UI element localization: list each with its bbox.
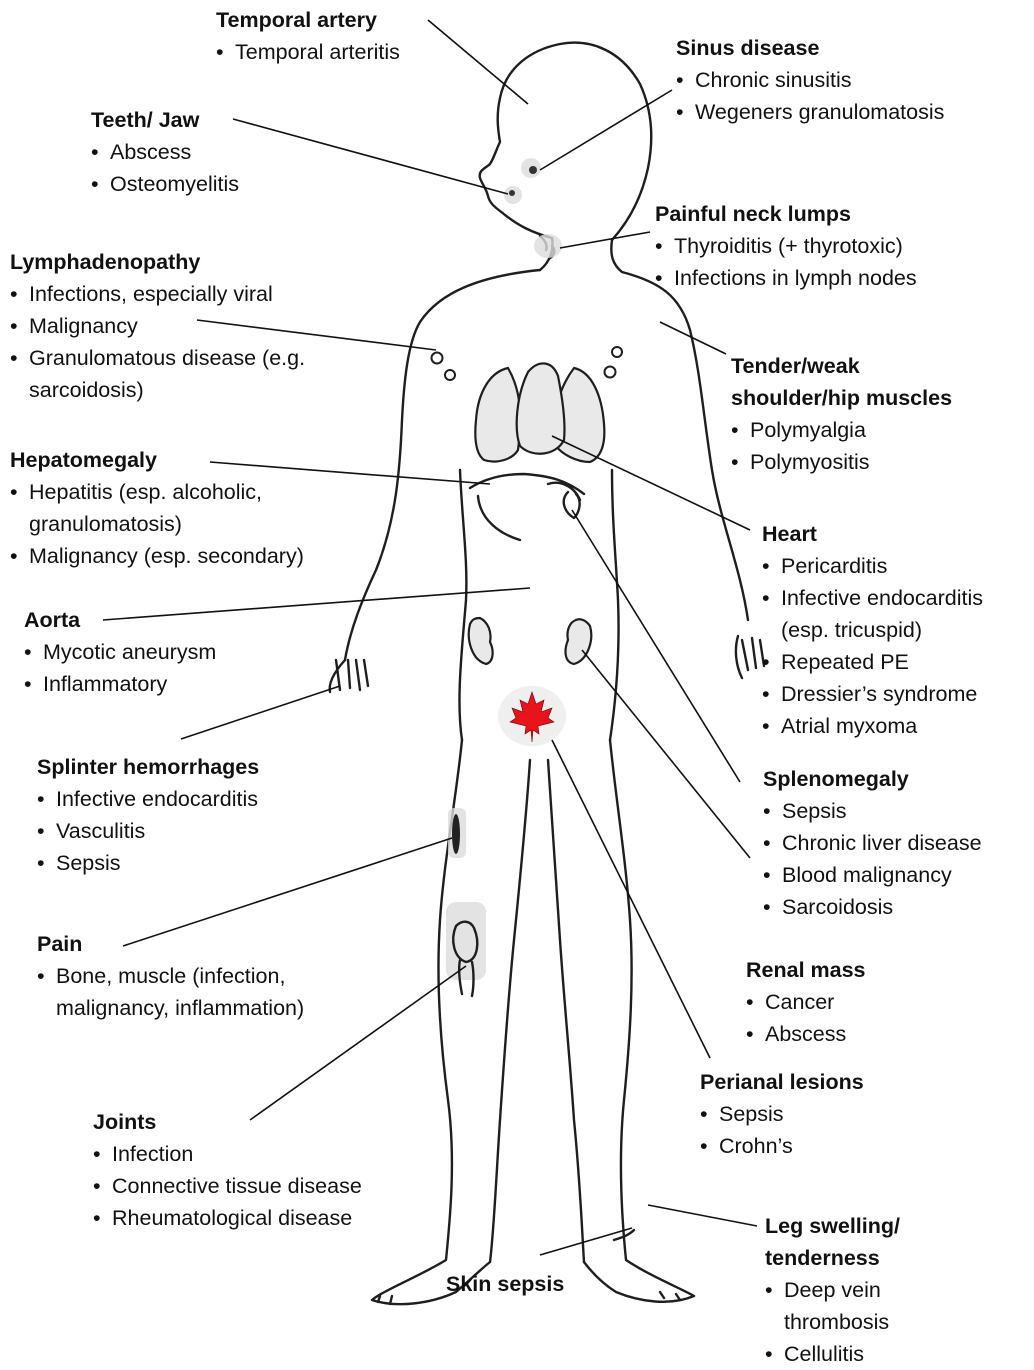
list-item: Atrial myxoma <box>762 710 1032 742</box>
list-item: Pericarditis <box>762 550 1032 582</box>
list-item: Infection <box>93 1138 362 1170</box>
label-title: Splinter hemorrhages <box>37 751 259 783</box>
label-renal-mass: Renal mass Cancer Abscess <box>746 954 866 1050</box>
label-lymphadenopathy: Lymphadenopathy Infections, especially v… <box>10 246 390 406</box>
label-title: Perianal lesions <box>700 1066 864 1098</box>
label-aorta: Aorta Mycotic aneurysm Inflammatory <box>24 604 216 700</box>
list-item: Sarcoidosis <box>763 891 982 923</box>
list-item: Cellulitis <box>765 1338 915 1370</box>
label-splinter-hemorrhages: Splinter hemorrhages Infective endocardi… <box>37 751 259 879</box>
list-item: Mycotic aneurysm <box>24 636 216 668</box>
list-item: Abscess <box>91 136 239 168</box>
list-item: Bone, muscle (infection, malignancy, inf… <box>37 960 377 1024</box>
label-skin-sepsis: Skin sepsis <box>446 1268 564 1300</box>
list-item: Polymyalgia <box>731 414 952 446</box>
label-sinus-disease: Sinus disease Chronic sinusitis Wegeners… <box>676 32 944 128</box>
label-title: Renal mass <box>746 954 866 986</box>
list-item: Abscess <box>746 1018 866 1050</box>
list-item: Dressier’s syndrome <box>762 678 1032 710</box>
label-title: Pain <box>37 928 377 960</box>
list-item: Blood malignancy <box>763 859 982 891</box>
label-title: Teeth/ Jaw <box>91 104 239 136</box>
list-item: Infections, especially viral <box>10 278 390 310</box>
list-item: Malignancy (esp. secondary) <box>10 540 370 572</box>
label-title-line2: shoulder/hip muscles <box>731 382 952 414</box>
label-title: Lymphadenopathy <box>10 246 390 278</box>
label-tender-weak-muscles: Tender/weak shoulder/hip muscles Polymya… <box>731 350 952 478</box>
label-perianal-lesions: Perianal lesions Sepsis Crohn’s <box>700 1066 864 1162</box>
label-heart: Heart Pericarditis Infective endocarditi… <box>762 518 1032 742</box>
label-title-line1: Leg swelling/ <box>765 1210 915 1242</box>
list-item: Chronic liver disease <box>763 827 982 859</box>
list-item: Infections in lymph nodes <box>655 262 917 294</box>
label-title: Splenomegaly <box>763 763 982 795</box>
list-item: Infective endocarditis <box>37 783 259 815</box>
list-item: Vasculitis <box>37 815 259 847</box>
label-temporal-artery: Temporal artery Temporal arteritis <box>216 4 400 68</box>
label-splenomegaly: Splenomegaly Sepsis Chronic liver diseas… <box>763 763 982 923</box>
label-title: Hepatomegaly <box>10 444 370 476</box>
list-item: Inflammatory <box>24 668 216 700</box>
list-item: Granulomatous disease (e.g. sarcoidosis) <box>10 342 390 406</box>
list-item: Chronic sinusitis <box>676 64 944 96</box>
label-title: Heart <box>762 518 1032 550</box>
list-item: Repeated PE <box>762 646 1032 678</box>
list-item: Sepsis <box>700 1098 864 1130</box>
list-item: Sepsis <box>763 795 982 827</box>
label-title: Skin sepsis <box>446 1268 564 1300</box>
list-item: Osteomyelitis <box>91 168 239 200</box>
label-leg-swelling: Leg swelling/ tenderness Deep vein throm… <box>765 1210 915 1370</box>
list-item: Wegeners granulomatosis <box>676 96 944 128</box>
label-teeth-jaw: Teeth/ Jaw Abscess Osteomyelitis <box>91 104 239 200</box>
label-title: Painful neck lumps <box>655 198 917 230</box>
list-item: Malignancy <box>10 310 390 342</box>
list-item: Deep vein thrombosis <box>765 1274 915 1338</box>
label-pain: Pain Bone, muscle (infection, malignancy… <box>37 928 377 1024</box>
list-item: Crohn’s <box>700 1130 864 1162</box>
list-item: Temporal arteritis <box>216 36 400 68</box>
label-painful-neck-lumps: Painful neck lumps Thyroiditis (+ thyrot… <box>655 198 917 294</box>
list-item: Infective endocarditis (esp. tricuspid) <box>762 582 1032 646</box>
list-item: Connective tissue disease <box>93 1170 362 1202</box>
label-hepatomegaly: Hepatomegaly Hepatitis (esp. alcoholic, … <box>10 444 370 572</box>
list-item: Polymyositis <box>731 446 952 478</box>
label-title: Temporal artery <box>216 4 400 36</box>
label-title-line2: tenderness <box>765 1242 915 1274</box>
label-title: Sinus disease <box>676 32 944 64</box>
label-title-line1: Tender/weak <box>731 350 952 382</box>
list-item: Hepatitis (esp. alcoholic, granulomatosi… <box>10 476 370 540</box>
list-item: Sepsis <box>37 847 259 879</box>
label-joints: Joints Infection Connective tissue disea… <box>93 1106 362 1234</box>
list-item: Thyroiditis (+ thyrotoxic) <box>655 230 917 262</box>
label-title: Joints <box>93 1106 362 1138</box>
list-item: Cancer <box>746 986 866 1018</box>
list-item: Rheumatological disease <box>93 1202 362 1234</box>
label-title: Aorta <box>24 604 216 636</box>
